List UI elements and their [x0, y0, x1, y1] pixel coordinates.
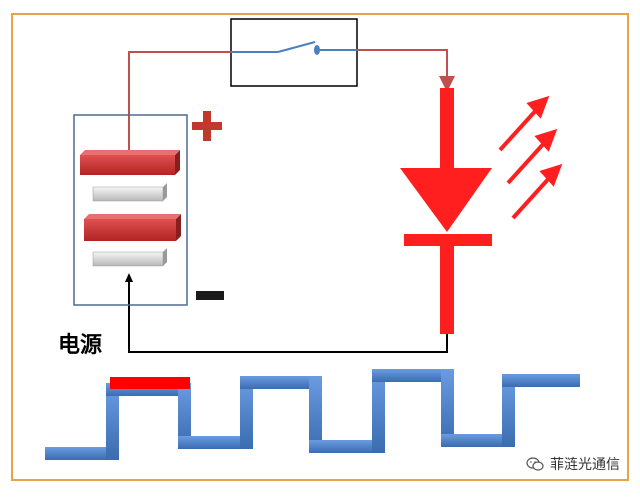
led-diode-icon [400, 88, 492, 334]
watermark-text: 菲涟光通信 [550, 457, 620, 473]
switch-icon [231, 41, 357, 55]
plus-sign-icon [192, 111, 222, 141]
positive-wire [128, 49, 455, 155]
light-emission-arrows [498, 95, 563, 220]
battery-box [73, 114, 188, 306]
watermark: 菲涟光通信 [526, 454, 620, 474]
battery-plate-negative-2 [92, 248, 167, 267]
battery-plate-negative-1 [92, 183, 167, 202]
signal-highlight-pulse [110, 377, 190, 389]
wechat-icon [526, 457, 544, 471]
negative-wire [125, 273, 448, 353]
minus-sign-icon [196, 291, 224, 300]
digital-signal-waveform [45, 369, 580, 460]
battery-plate-positive-1 [80, 150, 180, 175]
power-source-label: 电源 [58, 333, 102, 358]
battery-plate-positive-2 [84, 214, 181, 241]
